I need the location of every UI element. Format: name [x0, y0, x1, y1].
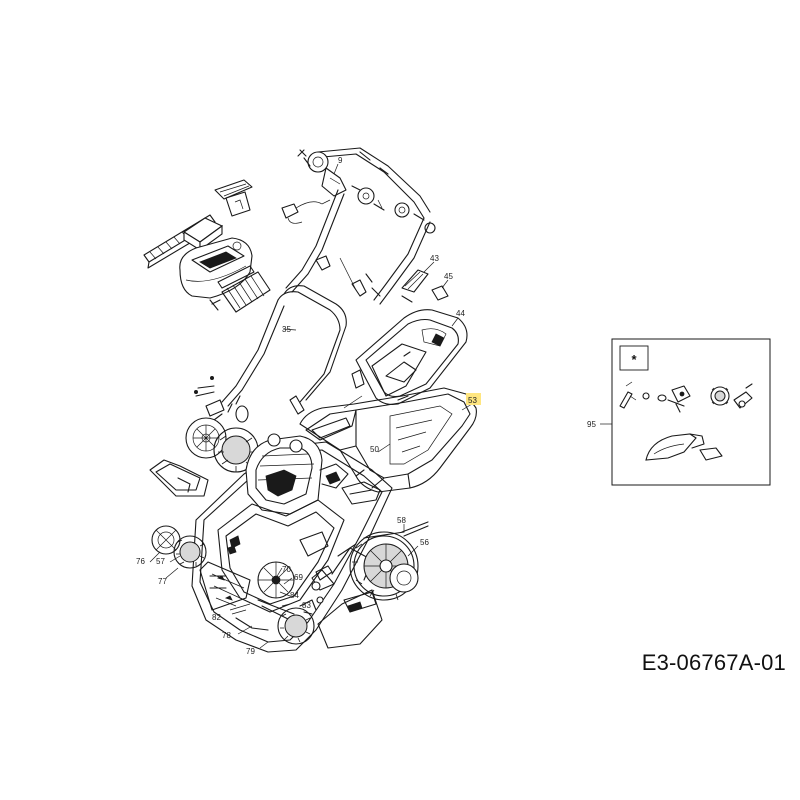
- callout-84: 84: [290, 591, 299, 600]
- callout-56: 56: [420, 538, 429, 547]
- callout-95: 95: [587, 420, 596, 429]
- callout-35: 35: [282, 325, 291, 334]
- battery-charger-group: [143, 179, 271, 313]
- inset-marker: *: [631, 352, 637, 367]
- mower-deck-group: [149, 417, 429, 653]
- callout-58: 58: [397, 516, 406, 525]
- callout-70: 70: [282, 565, 291, 574]
- callout-57: 57: [156, 557, 165, 566]
- callout-45: 45: [444, 272, 453, 281]
- leader-lines: [149, 163, 612, 649]
- callout-53: 53: [468, 396, 477, 405]
- callout-69: 69: [294, 573, 303, 582]
- callout-43: 43: [430, 254, 439, 263]
- highlight-53: [466, 393, 481, 405]
- callout-76: 76: [136, 557, 145, 566]
- handle-assembly: [193, 147, 436, 423]
- callout-83: 83: [302, 601, 311, 610]
- callout-79: 79: [246, 647, 255, 656]
- callout-50: 50: [370, 445, 379, 454]
- callout-44: 44: [456, 309, 465, 318]
- callout-labels: 9 35 43 45 44 53 50 58 56 76 57 77 70 69…: [136, 156, 596, 656]
- callout-77: 77: [158, 577, 167, 586]
- inset-kit-box: *: [611, 338, 771, 486]
- callout-9: 9: [338, 156, 343, 165]
- drawing-code: E3-06767A-01: [641, 650, 786, 675]
- grass-box-group: [299, 269, 477, 493]
- callout-78: 78: [222, 631, 231, 640]
- callout-82: 82: [212, 613, 221, 622]
